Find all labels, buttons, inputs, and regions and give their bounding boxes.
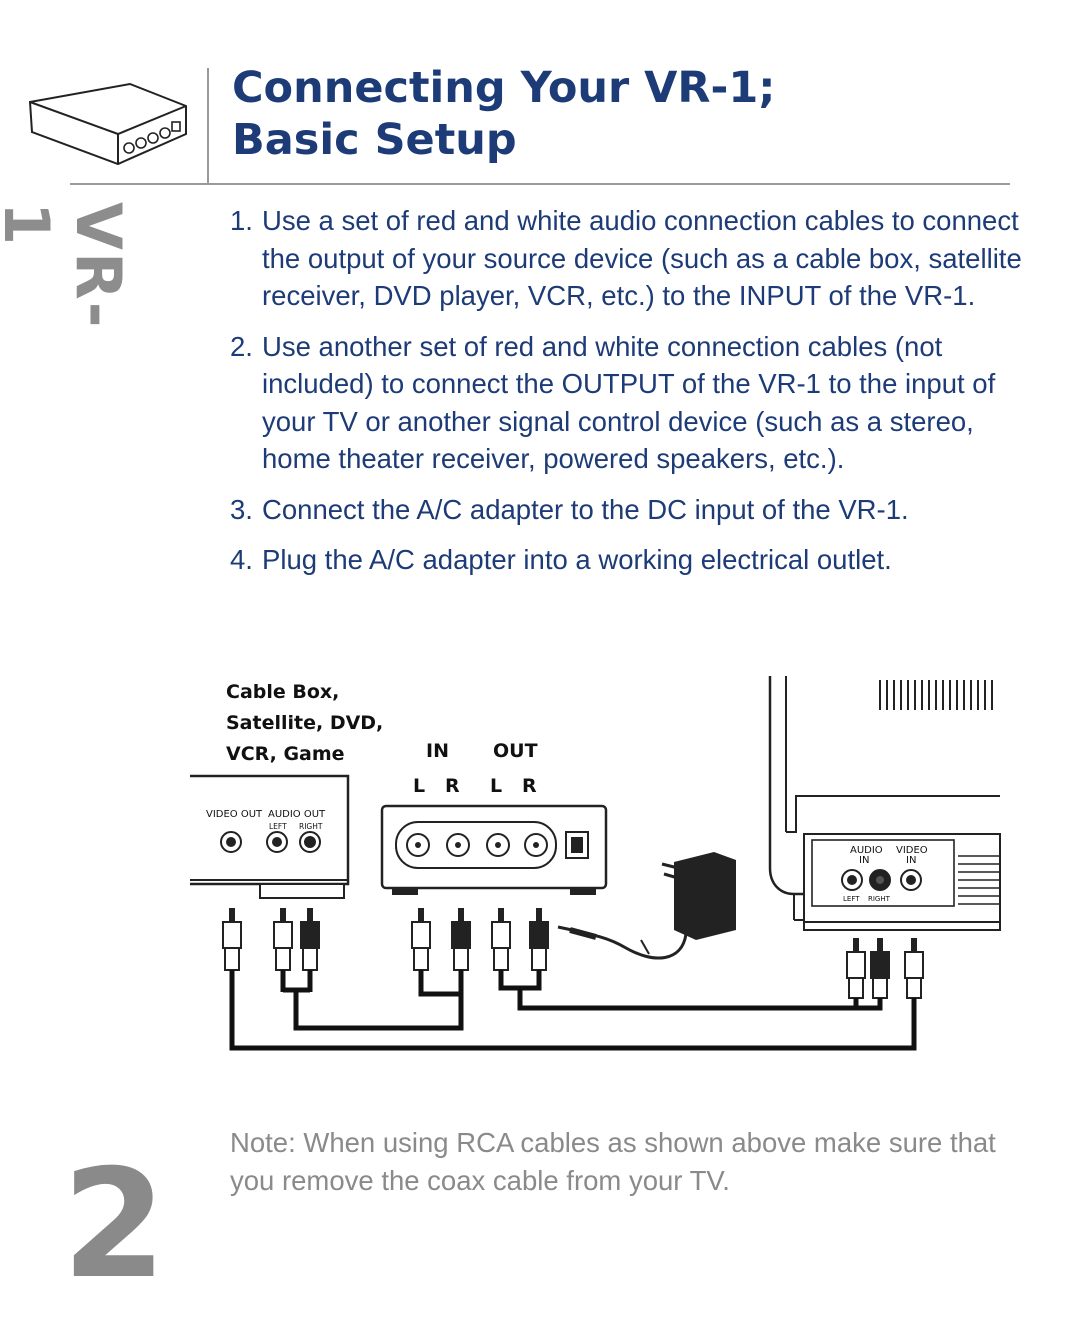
vr1-in-left-label: L bbox=[413, 775, 425, 797]
wiring-diagram: Cable Box, Satellite, DVD, VCR, Game IN … bbox=[190, 676, 1001, 1051]
source-label-line-2: Satellite, DVD, bbox=[226, 712, 383, 734]
page-title-line-1: Connecting Your VR-1; bbox=[232, 63, 776, 113]
rca-plugs bbox=[222, 908, 924, 999]
source-device: VIDEO OUT AUDIO OUT LEFT RIGHT bbox=[190, 774, 350, 899]
step-number: 1. bbox=[230, 205, 253, 236]
source-label-line-1: Cable Box, bbox=[226, 681, 339, 703]
step-text: Plug the A/C adapter into a working elec… bbox=[262, 544, 892, 575]
rca-plug-white bbox=[904, 938, 924, 999]
source-video-out-label: VIDEO OUT bbox=[206, 809, 263, 820]
source-jack bbox=[299, 831, 321, 853]
rca-plug-white bbox=[273, 908, 293, 971]
header-divider-horizontal bbox=[70, 183, 1010, 185]
tv-video-in-label: VIDEO bbox=[896, 845, 928, 856]
tv-left-label: LEFT bbox=[843, 895, 860, 903]
vr1-out-right-label: R bbox=[522, 775, 537, 797]
vr1-in-right-label: R bbox=[445, 775, 460, 797]
rca-plug-red bbox=[451, 908, 471, 971]
rca-plug-red bbox=[870, 938, 890, 999]
step-text: Use a set of red and white audio connect… bbox=[262, 205, 1022, 311]
step-item: 3. Connect the A/C adapter to the DC inpu… bbox=[230, 491, 1030, 529]
vr1-out-label: OUT bbox=[493, 740, 538, 762]
source-right-label: RIGHT bbox=[299, 822, 323, 831]
tv-audio-in-label-2: IN bbox=[859, 855, 869, 866]
side-model-label: VR-1 bbox=[0, 202, 135, 330]
rca-plug-white bbox=[491, 908, 511, 971]
page-number: 2 bbox=[62, 1138, 167, 1312]
output-audio-cable-red bbox=[856, 998, 883, 1011]
step-text: Connect the A/C adapter to the DC input … bbox=[262, 493, 909, 525]
rca-plug-white bbox=[846, 938, 866, 999]
cables bbox=[229, 970, 917, 1051]
step-number: 4. bbox=[230, 544, 253, 575]
step-text: Use another set of red and white connect… bbox=[262, 330, 996, 475]
step-item: 2. Use another set of red and white conne… bbox=[230, 328, 1030, 478]
rca-plug-white bbox=[222, 908, 242, 971]
note-text: Note: When using RCA cables as shown abo… bbox=[230, 1127, 996, 1196]
television: AUDIO IN VIDEO IN LEFT RIGHT bbox=[768, 676, 1001, 931]
vr1-out-left-label: L bbox=[490, 775, 502, 797]
vr1-device-thumbnail bbox=[28, 82, 187, 166]
page-title-line-2: Basic Setup bbox=[232, 115, 517, 165]
source-jack bbox=[220, 831, 242, 853]
header-divider-vertical bbox=[207, 68, 209, 184]
source-audio-out-label: AUDIO OUT bbox=[268, 809, 326, 820]
video-cable bbox=[229, 970, 917, 1051]
output-audio-cable-join bbox=[498, 970, 542, 991]
source-left-label: LEFT bbox=[269, 822, 287, 831]
rca-plug-red bbox=[300, 908, 320, 971]
tv-video-in-label-2: IN bbox=[906, 855, 916, 866]
tv-audio-in-label: AUDIO bbox=[850, 845, 883, 856]
step-item: 1. Use a set of red and white audio conne… bbox=[230, 202, 1030, 315]
rca-plug-white bbox=[411, 908, 431, 971]
input-audio-cable-white bbox=[418, 970, 461, 997]
setup-steps-list: 1. Use a set of red and white audio conne… bbox=[230, 202, 1030, 592]
vr1-in-label: IN bbox=[426, 740, 449, 762]
page-title: Connecting Your VR-1; Basic Setup bbox=[232, 62, 776, 166]
step-item: 4. Plug the A/C adapter into a working el… bbox=[230, 541, 1030, 579]
tv-jack bbox=[869, 869, 891, 891]
rca-plug-red bbox=[529, 908, 549, 971]
tv-right-label: RIGHT bbox=[868, 895, 891, 903]
output-audio-cable bbox=[517, 988, 859, 1011]
source-jack bbox=[266, 831, 288, 853]
tv-jack bbox=[841, 869, 863, 891]
input-audio-cable bbox=[293, 970, 464, 1031]
vr1-unit bbox=[380, 804, 608, 895]
source-label-line-3: VCR, Game bbox=[226, 743, 345, 765]
step-number: 2. bbox=[230, 330, 253, 362]
step-number: 3. bbox=[230, 493, 253, 525]
tv-jack bbox=[900, 869, 922, 891]
ac-adapter bbox=[557, 852, 736, 960]
